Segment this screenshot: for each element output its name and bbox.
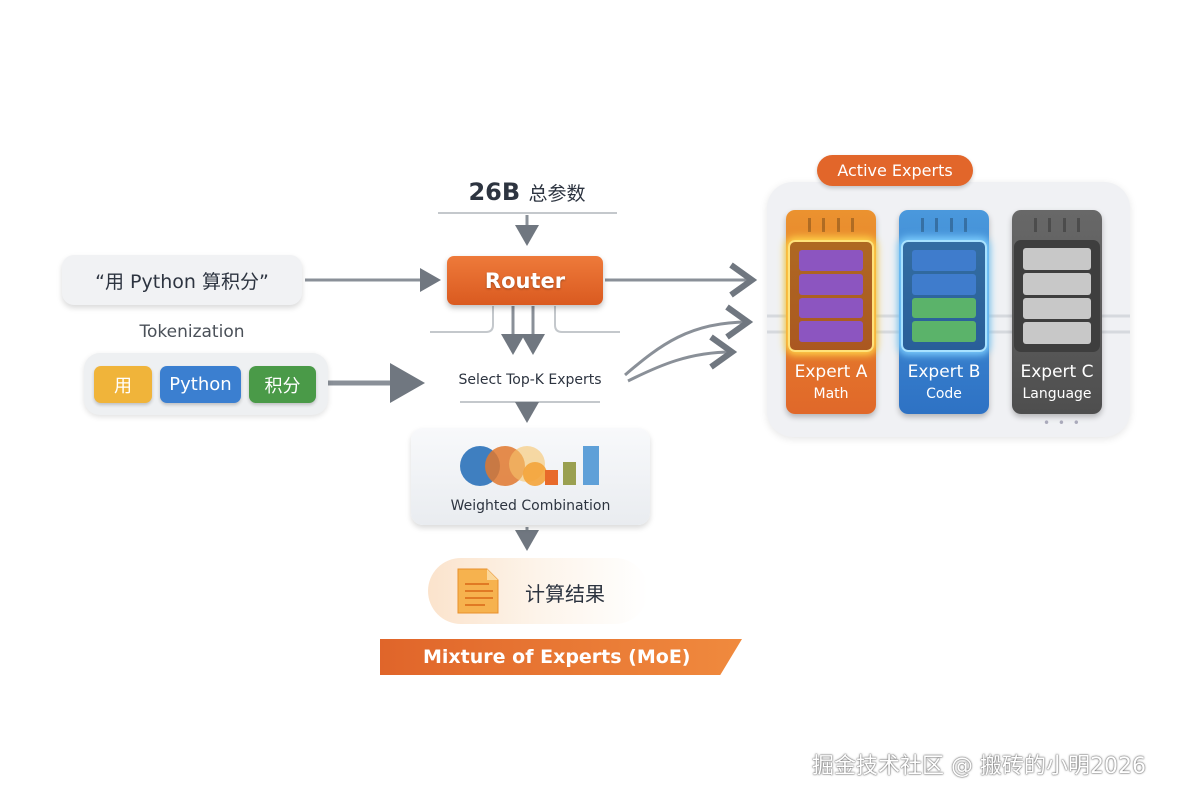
combination-chart-icon <box>460 446 599 486</box>
expert-b-domain: Code <box>926 386 962 402</box>
expert-c-name: Expert C <box>1020 362 1094 382</box>
query-input-box: “用 Python 算积分” <box>62 255 302 305</box>
expert-a: Expert A Math <box>786 210 876 414</box>
more-experts-dots: • • • <box>1043 416 1082 430</box>
result-label: 计算结果 <box>525 582 605 606</box>
params-value: 26B <box>468 178 521 206</box>
moe-banner-label: Mixture of Experts (MoE) <box>423 646 691 668</box>
tokenization-label: Tokenization <box>139 322 245 342</box>
watermark: 掘金技术社区 @ 搬砖的小明2026 <box>812 754 1146 779</box>
expert-a-domain: Math <box>813 386 849 402</box>
curve-to-expert-a <box>624 304 754 377</box>
expert-b-screen <box>901 240 987 352</box>
active-experts-title: Active Experts <box>817 155 973 186</box>
total-params: 26B 总参数 <box>427 178 627 206</box>
document-icon <box>457 568 499 614</box>
router-box: Router <box>447 256 603 305</box>
expert-c-screen <box>1014 240 1100 352</box>
expert-a-screen <box>788 240 874 352</box>
expert-b-name: Expert B <box>907 362 981 382</box>
expert-a-name: Expert A <box>794 362 868 382</box>
expert-c: Expert C Language <box>1012 210 1102 414</box>
select-topk-label: Select Top-K Experts <box>458 372 602 388</box>
params-label: 总参数 <box>528 183 586 205</box>
expert-b: Expert B Code <box>899 210 989 414</box>
token-yong: 用 <box>94 366 152 403</box>
weighted-combination-label: Weighted Combination <box>450 498 611 514</box>
expert-c-domain: Language <box>1022 386 1092 402</box>
token-jifen: 积分 <box>249 366 316 403</box>
curve-to-expert-b <box>627 334 738 383</box>
token-python: Python <box>160 366 241 403</box>
moe-banner: Mixture of Experts (MoE) <box>380 639 742 675</box>
